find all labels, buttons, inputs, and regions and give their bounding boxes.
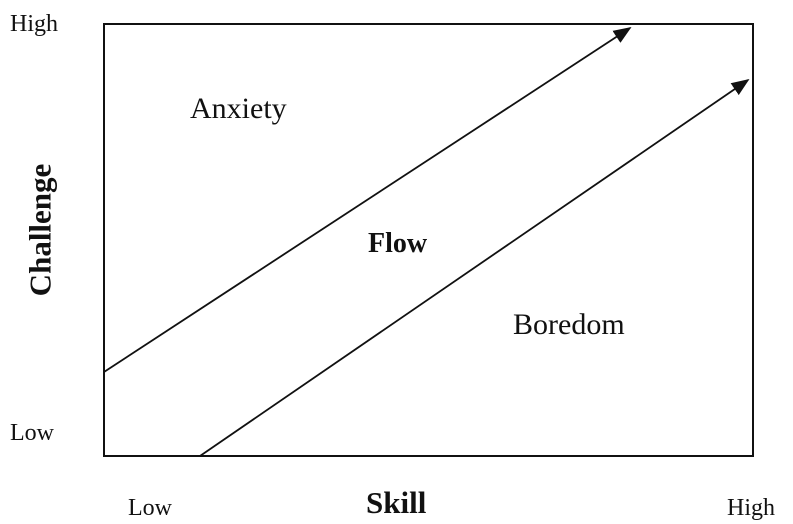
x-axis-title: Skill <box>366 485 427 520</box>
y-axis-title: Challenge <box>22 163 58 297</box>
region-anxiety-label: Anxiety <box>190 92 287 125</box>
upper-flow-boundary-arrow <box>103 27 632 373</box>
y-axis-low-label: Low <box>10 420 54 446</box>
lower-flow-boundary-arrow <box>199 78 750 457</box>
x-axis-low-label: Low <box>128 495 172 521</box>
y-axis-high-label: High <box>10 11 58 37</box>
region-flow-label: Flow <box>368 228 428 259</box>
plot-frame <box>103 23 754 457</box>
region-boredom-label: Boredom <box>513 308 625 341</box>
x-axis-high-label: High <box>727 495 775 521</box>
